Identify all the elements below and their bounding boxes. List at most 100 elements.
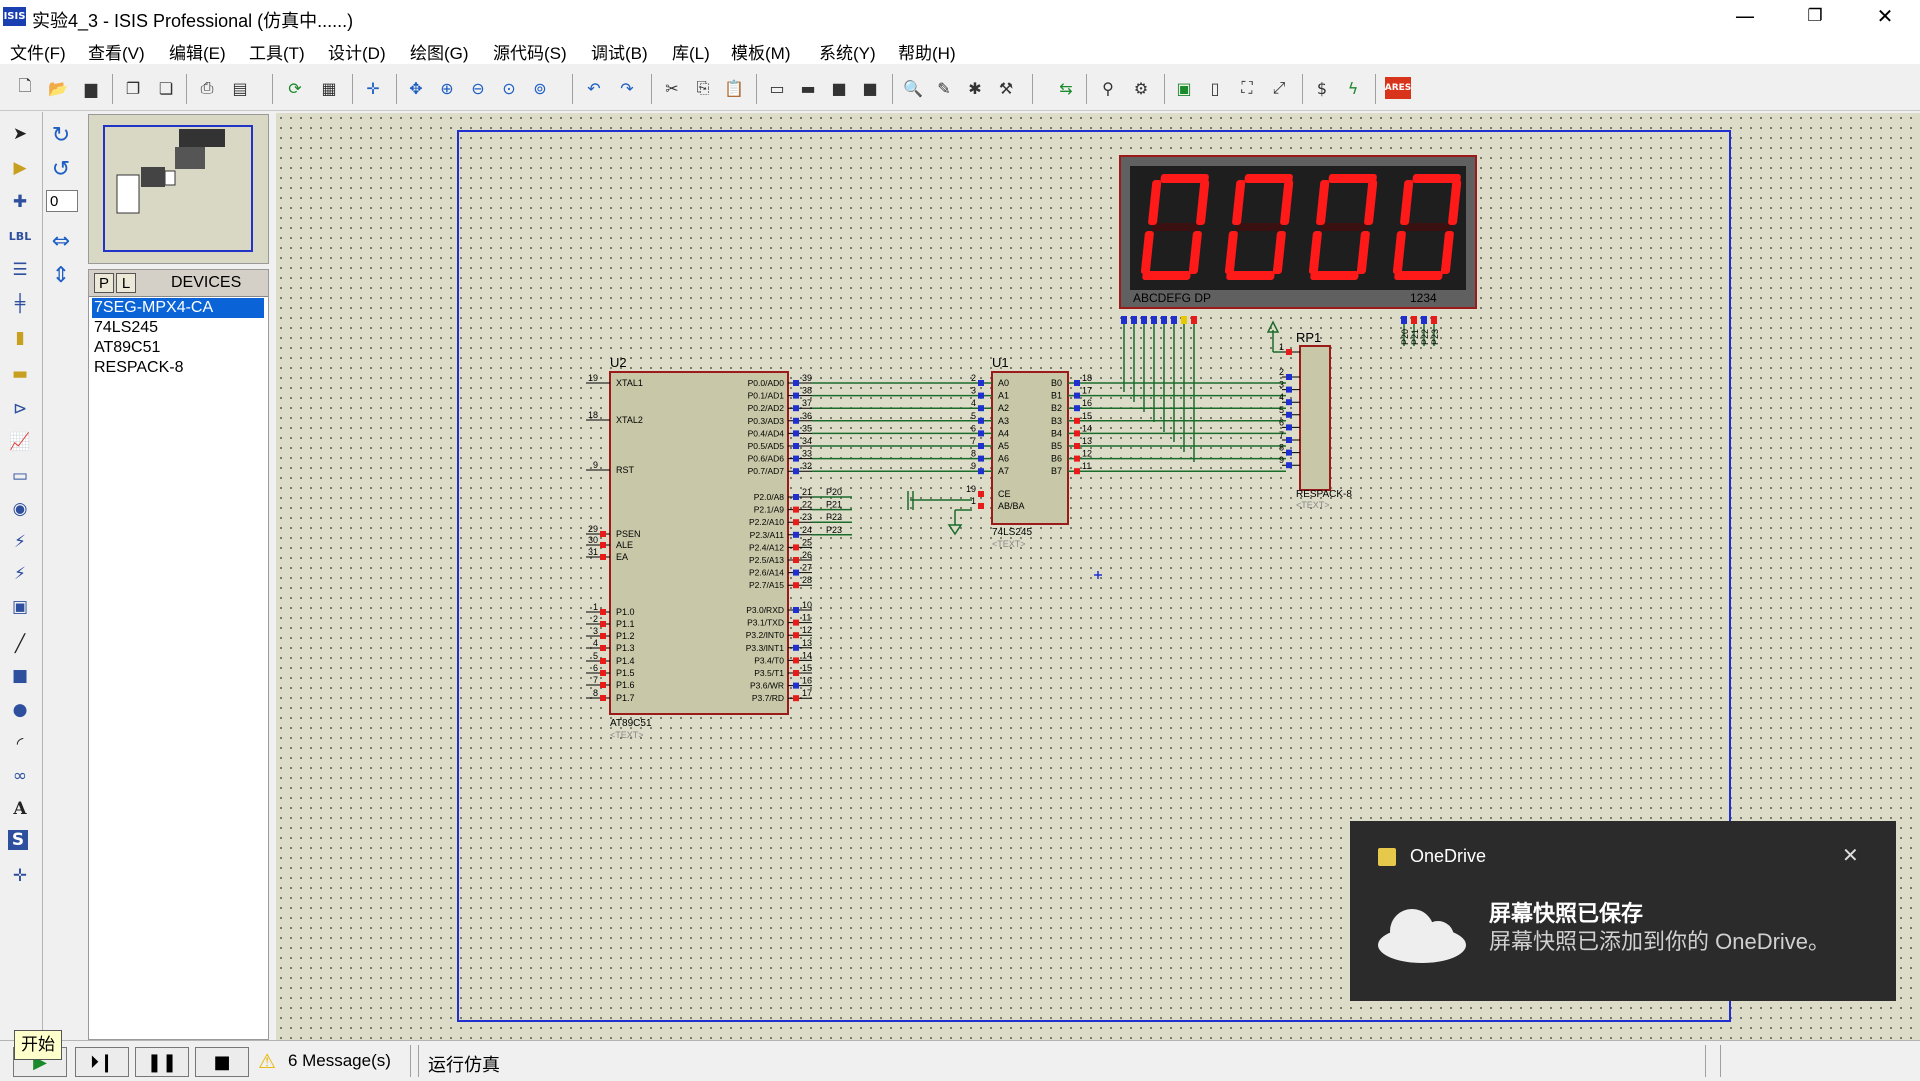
rotate-anticlockwise-icon[interactable]: ↺ <box>51 156 71 182</box>
property-assign-icon[interactable]: ⚙ <box>1133 78 1149 98</box>
notification-close-icon[interactable]: ✕ <box>1842 843 1859 867</box>
graph-mode-icon[interactable]: 📈 <box>9 432 31 452</box>
search-icon[interactable]: ⚲ <box>1102 78 1114 98</box>
mirror-horizontal-icon[interactable]: ⇔ <box>51 228 71 254</box>
menu-system[interactable]: 系统(Y) <box>819 44 876 63</box>
export-icon[interactable]: ❏ <box>158 78 174 98</box>
print-icon[interactable]: ⎙ <box>200 78 214 97</box>
zoom-in-icon[interactable]: ⊕ <box>440 78 454 98</box>
pan-icon[interactable]: ✥ <box>409 78 423 98</box>
close-button[interactable]: ✕ <box>1876 4 1894 28</box>
generator-mode-icon[interactable]: ◉ <box>12 499 28 519</box>
virtual-instrument-icon[interactable]: ▣ <box>11 597 29 617</box>
rotate-clockwise-icon[interactable]: ↻ <box>51 122 71 148</box>
menu-edit[interactable]: 编辑(E) <box>169 44 226 63</box>
paste-icon[interactable]: 📋 <box>724 78 744 98</box>
package-icon[interactable]: ✱ <box>968 78 982 98</box>
minimize-button[interactable]: — <box>1735 4 1755 28</box>
cut-icon[interactable]: ✂ <box>665 78 679 98</box>
box-tool-icon[interactable]: ■ <box>11 666 29 686</box>
tape-recorder-icon[interactable]: ▭ <box>11 466 29 486</box>
block-move-icon[interactable]: ▬ <box>800 78 816 98</box>
symbol-tool-icon[interactable]: S <box>8 830 28 850</box>
block-copy-icon[interactable]: ▭ <box>769 78 785 98</box>
decompose-icon[interactable]: ⚒ <box>998 78 1014 98</box>
bus-mode-icon[interactable]: ╪ <box>14 294 26 314</box>
open-folder-icon[interactable]: 📂 <box>48 78 68 98</box>
sheet-border <box>457 130 1731 1022</box>
menu-template[interactable]: 模板(M) <box>731 44 791 63</box>
device-item-7seg[interactable]: 7SEG-MPX4-CA <box>92 298 264 318</box>
make-device-icon[interactable]: ✎ <box>937 78 951 98</box>
marker-tool-icon[interactable]: ✛ <box>12 866 28 886</box>
exit-to-parent-icon[interactable]: ⛶ <box>1241 78 1253 97</box>
device-item-respack[interactable]: RESPACK-8 <box>94 359 184 376</box>
component-mode-icon[interactable]: ▶ <box>13 158 27 178</box>
zoom-out-icon[interactable]: ⊖ <box>471 78 485 98</box>
bill-of-materials-icon[interactable]: $ <box>1316 78 1328 98</box>
junction-mode-icon[interactable]: ✚ <box>12 192 28 212</box>
menu-design[interactable]: 设计(D) <box>328 44 386 63</box>
origin-icon[interactable]: ✛ <box>366 78 380 98</box>
wire-label-mode-icon[interactable]: LBL <box>8 229 32 243</box>
new-file-icon[interactable]: 🗋 <box>18 75 32 95</box>
new-sheet-icon[interactable]: ▣ <box>1176 78 1192 98</box>
save-icon[interactable]: ▆ <box>84 78 98 98</box>
device-item-at89c51[interactable]: AT89C51 <box>94 339 161 356</box>
zoom-all-icon[interactable]: ⊙ <box>502 78 516 98</box>
text-tool-icon[interactable]: A <box>13 799 27 819</box>
zoom-area-icon[interactable]: ⊚ <box>533 78 547 98</box>
path-tool-icon[interactable]: ∞ <box>12 766 28 786</box>
remove-sheet-icon[interactable]: ▯ <box>1210 78 1220 98</box>
import-icon[interactable]: ❐ <box>125 78 141 98</box>
onedrive-notification[interactable]: OneDrive ✕ 屏幕快照已保存 屏幕快照已添加到你的 OneDrive。 <box>1350 821 1896 1001</box>
undo-icon[interactable]: ↶ <box>587 78 601 98</box>
electrical-rule-check-icon[interactable]: ϟ <box>1347 78 1359 98</box>
pick-device-icon[interactable]: 🔍 <box>903 78 923 98</box>
device-pin-mode-icon[interactable]: ⊳ <box>12 399 28 419</box>
netlist-to-ares-icon[interactable]: ARES <box>1385 77 1411 99</box>
wire-autoroute-icon[interactable]: ⇆ <box>1059 78 1073 98</box>
pick-devices-button[interactable]: P <box>94 273 114 293</box>
warning-icon: ⚠ <box>258 1049 276 1073</box>
print-area-icon[interactable]: ▤ <box>232 78 248 98</box>
overview-sheet <box>103 125 253 252</box>
block-rotate-icon[interactable]: ■ <box>831 78 847 98</box>
menu-source[interactable]: 源代码(S) <box>493 44 567 63</box>
messages-area[interactable]: ⚠ 6 Message(s) <box>258 1047 391 1075</box>
redo-icon[interactable]: ↷ <box>620 78 634 98</box>
device-item-74ls245[interactable]: 74LS245 <box>94 319 159 336</box>
rotation-angle-input[interactable] <box>46 190 78 212</box>
menu-library[interactable]: 库(L) <box>672 44 710 63</box>
mirror-vertical-icon[interactable]: ⇕ <box>51 262 71 288</box>
restore-button[interactable]: ❐ <box>1807 6 1823 26</box>
menu-help[interactable]: 帮助(H) <box>898 44 956 63</box>
block-delete-icon[interactable]: ■ <box>862 78 878 98</box>
arc-tool-icon[interactable]: ◜ <box>16 734 24 754</box>
current-probe-icon[interactable]: ⚡ <box>14 564 26 584</box>
stop-button[interactable]: ■ <box>195 1047 249 1077</box>
menu-file[interactable]: 文件(F) <box>10 44 66 63</box>
menu-view[interactable]: 查看(V) <box>88 44 145 63</box>
terminal-mode-icon[interactable]: ▬ <box>11 364 29 384</box>
grid-icon[interactable]: ▦ <box>321 78 337 98</box>
library-manager-button[interactable]: L <box>116 273 136 293</box>
copy-icon[interactable]: ⎘ <box>696 78 710 97</box>
voltage-probe-icon[interactable]: ⚡ <box>14 532 26 552</box>
menu-debug[interactable]: 调试(B) <box>591 44 648 63</box>
menu-graph[interactable]: 绘图(G) <box>410 44 469 63</box>
step-button[interactable]: ⏵❙ <box>75 1047 129 1077</box>
menu-tools[interactable]: 工具(T) <box>249 44 305 63</box>
onedrive-app-icon <box>1378 848 1396 866</box>
refresh-icon[interactable]: ⟳ <box>288 78 302 98</box>
text-script-mode-icon[interactable]: ☰ <box>12 260 28 280</box>
circle-tool-icon[interactable]: ● <box>12 700 28 720</box>
pause-button[interactable]: ❚❚ <box>135 1047 189 1077</box>
cloud-icon <box>1378 909 1466 963</box>
subcircuit-mode-icon[interactable]: ▮ <box>15 328 25 348</box>
select-mode-icon[interactable]: ➤ <box>12 124 28 144</box>
line-tool-icon[interactable]: ╱ <box>14 634 26 654</box>
zoom-child-icon[interactable]: ⤢ <box>1272 78 1286 97</box>
overview-window[interactable] <box>88 114 269 264</box>
simulation-status: 运行仿真 <box>428 1055 500 1075</box>
